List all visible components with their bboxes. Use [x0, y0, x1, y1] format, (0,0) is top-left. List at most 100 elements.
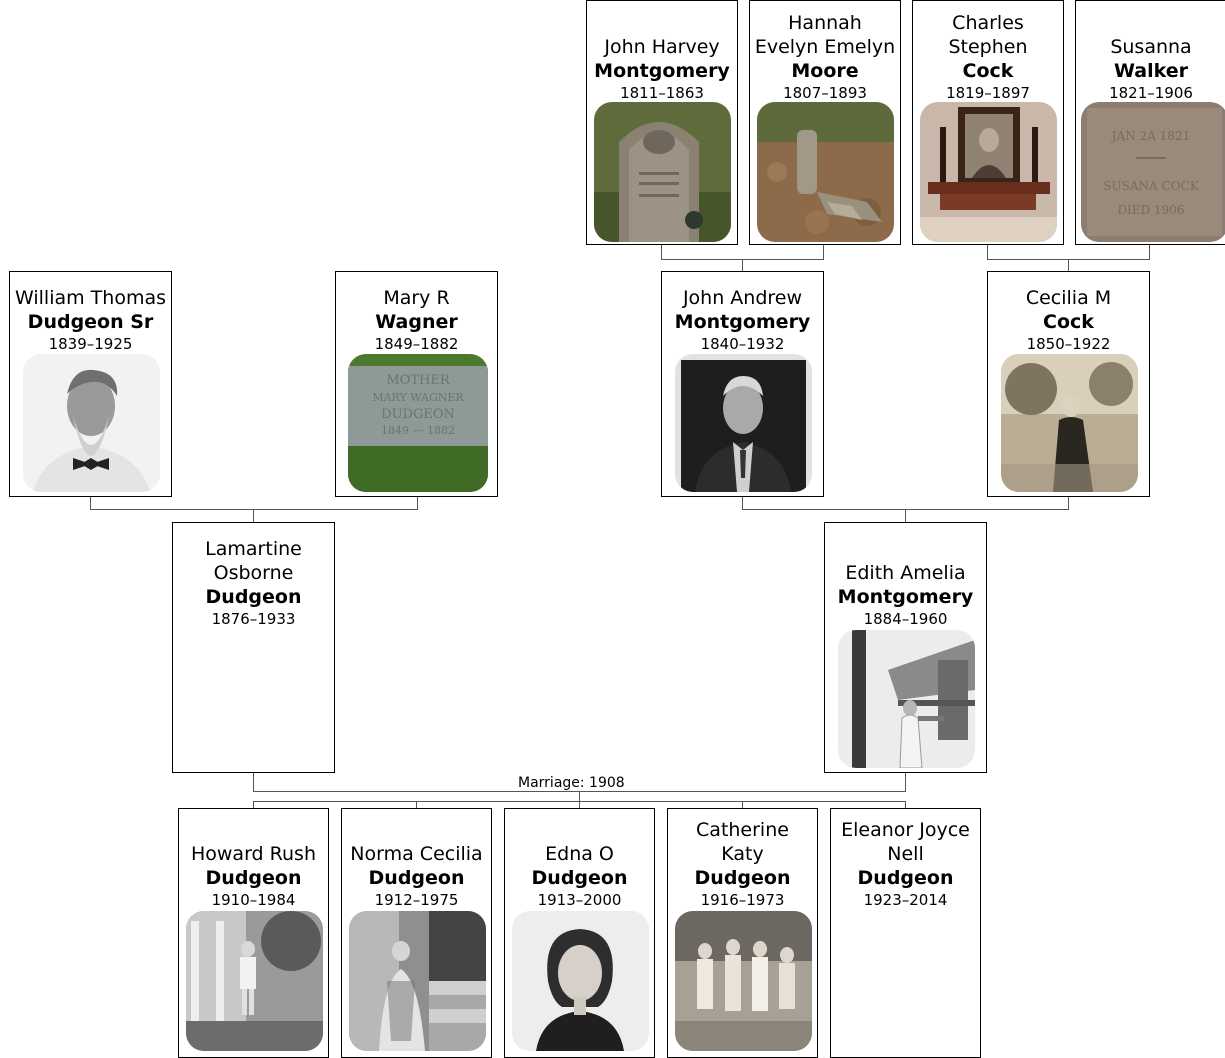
surname: Walker — [1114, 60, 1188, 82]
headstone-photo[interactable]: MOTHER MARY WAGNER DUDGEON 1849 — 1882 — [348, 354, 488, 492]
connector-line — [416, 801, 417, 809]
connector-line — [661, 244, 662, 259]
surname: Cock — [962, 60, 1014, 82]
connector-line — [90, 496, 91, 509]
life-dates: 1850–1922 — [1026, 335, 1111, 353]
given-name: Catherine — [696, 819, 789, 841]
svg-text:1849 — 1882: 1849 — 1882 — [381, 424, 455, 437]
gravestone-photo[interactable] — [594, 102, 731, 242]
given-name: William Thomas — [15, 287, 166, 309]
life-dates: 1910–1984 — [211, 891, 296, 909]
given-name: Susanna — [1110, 36, 1192, 58]
marriage-label: Marriage: 1908 — [516, 775, 627, 791]
life-dates: 1819–1897 — [946, 84, 1030, 102]
surname: Wagner — [375, 311, 458, 333]
portrait-photo[interactable] — [512, 911, 649, 1051]
person-card-charles-stephen-cock[interactable]: Charles Stephen Cock 1819–1897 — [912, 0, 1064, 245]
life-dates: 1923–2014 — [863, 891, 948, 909]
portrait-photo[interactable] — [675, 354, 812, 492]
surname: Dudgeon — [205, 867, 302, 889]
surname: Cock — [1043, 311, 1094, 333]
given-name: Edna O — [545, 843, 614, 865]
connector-line — [742, 496, 743, 509]
group-photo[interactable] — [675, 911, 812, 1051]
surname: Montgomery — [594, 60, 730, 82]
life-dates: 1840–1932 — [700, 335, 785, 353]
given-name: Lamartine — [205, 538, 302, 560]
person-card-mary-r-wagner[interactable]: Mary R Wagner 1849–1882 MOTHER MARY WAGN… — [335, 271, 498, 497]
connector-line — [579, 791, 580, 801]
given-name: Osborne — [213, 562, 294, 584]
svg-text:MOTHER: MOTHER — [386, 373, 450, 388]
child-photo[interactable] — [186, 911, 323, 1051]
life-dates: 1912–1975 — [374, 891, 459, 909]
person-card-john-andrew-montgomery[interactable]: John Andrew Montgomery 1840–1932 — [661, 271, 824, 497]
headstone-photo[interactable]: JAN 2A 1821 SUSANA COCK DIED 1906 — [1081, 102, 1225, 242]
connector-line — [823, 244, 824, 259]
person-card-william-thomas-dudgeon-sr[interactable]: William Thomas Dudgeon Sr 1839–1925 — [9, 271, 172, 497]
given-name: Eleanor Joyce — [841, 819, 970, 841]
surname: Dudgeon — [857, 867, 954, 889]
person-card-howard-rush-dudgeon[interactable]: Howard Rush Dudgeon 1910–1984 — [178, 808, 329, 1058]
person-card-cecilia-m-cock[interactable]: Cecilia M Cock 1850–1922 — [987, 271, 1150, 497]
person-card-edith-amelia-montgomery[interactable]: Edith Amelia Montgomery 1884–1960 — [824, 522, 987, 773]
life-dates: 1849–1882 — [374, 335, 459, 353]
given-name: Charles — [952, 12, 1024, 34]
given-name: Nell — [887, 843, 924, 865]
given-name: Katy — [721, 843, 764, 865]
life-dates: 1811–1863 — [620, 84, 704, 102]
life-dates: 1884–1960 — [863, 610, 948, 628]
surname: Dudgeon Sr — [27, 311, 154, 333]
connector-line — [579, 801, 580, 809]
connector-line — [417, 496, 418, 509]
given-name: John Harvey — [604, 36, 720, 58]
given-name: Cecilia M — [1025, 287, 1112, 309]
child-on-steps-photo[interactable] — [349, 911, 486, 1051]
connector-line — [905, 509, 906, 523]
connector-line — [742, 801, 743, 809]
framed-portrait-photo[interactable] — [920, 102, 1057, 242]
svg-text:MARY WAGNER: MARY WAGNER — [372, 391, 464, 404]
surname: Dudgeon — [368, 867, 465, 889]
connector-line — [253, 801, 254, 809]
given-name: John Andrew — [682, 287, 803, 309]
svg-text:DUDGEON: DUDGEON — [381, 407, 455, 422]
person-card-edna-o-dudgeon[interactable]: Edna O Dudgeon 1913–2000 — [504, 808, 655, 1058]
connector-line — [987, 244, 988, 259]
connector-line — [253, 509, 254, 523]
surname: Dudgeon — [531, 867, 628, 889]
surname: Moore — [791, 60, 859, 82]
person-card-norma-cecilia-dudgeon[interactable]: Norma Cecilia Dudgeon 1912–1975 — [341, 808, 492, 1058]
life-dates: 1839–1925 — [48, 335, 133, 353]
person-card-john-harvey-montgomery[interactable]: John Harvey Montgomery 1811–1863 — [586, 0, 738, 245]
grave-marker-photo[interactable] — [757, 102, 894, 242]
given-name: Evelyn Emelyn — [754, 36, 896, 58]
svg-text:DIED 1906: DIED 1906 — [1117, 203, 1184, 217]
person-card-catherine-katy-dudgeon[interactable]: Catherine Katy Dudgeon 1916–1973 — [667, 808, 818, 1058]
person-card-hannah-evelyn-emelyn-moore[interactable]: Hannah Evelyn Emelyn Moore 1807–1893 — [749, 0, 901, 245]
person-card-susanna-walker[interactable]: Susanna Walker 1821–1906 JAN 2A 1821 SUS… — [1075, 0, 1225, 245]
life-dates: 1876–1933 — [211, 610, 296, 628]
surname: Montgomery — [674, 311, 811, 333]
portrait-photo[interactable] — [1001, 354, 1138, 492]
given-name: Norma Cecilia — [350, 843, 483, 865]
person-card-eleanor-joyce-nell-dudgeon[interactable]: Eleanor Joyce Nell Dudgeon 1923–2014 — [830, 808, 981, 1058]
surname: Dudgeon — [205, 586, 302, 608]
connector-line — [742, 259, 743, 272]
connector-line — [90, 509, 418, 510]
connector-line — [905, 772, 906, 792]
given-name: Edith Amelia — [845, 562, 966, 584]
life-dates: 1916–1973 — [700, 891, 785, 909]
life-dates: 1807–1893 — [783, 84, 867, 102]
porch-photo[interactable] — [838, 630, 975, 768]
portrait-photo[interactable] — [23, 354, 160, 492]
connector-line — [253, 772, 254, 792]
connector-line — [1068, 259, 1069, 272]
person-card-lamartine-osborne-dudgeon[interactable]: Lamartine Osborne Dudgeon 1876–1933 — [172, 522, 335, 773]
surname: Dudgeon — [694, 867, 791, 889]
given-name: Hannah — [788, 12, 862, 34]
connector-line — [1149, 244, 1150, 259]
life-dates: 1913–2000 — [537, 891, 622, 909]
given-name: Mary R — [383, 287, 450, 309]
svg-text:JAN 2A 1821: JAN 2A 1821 — [1110, 129, 1190, 143]
